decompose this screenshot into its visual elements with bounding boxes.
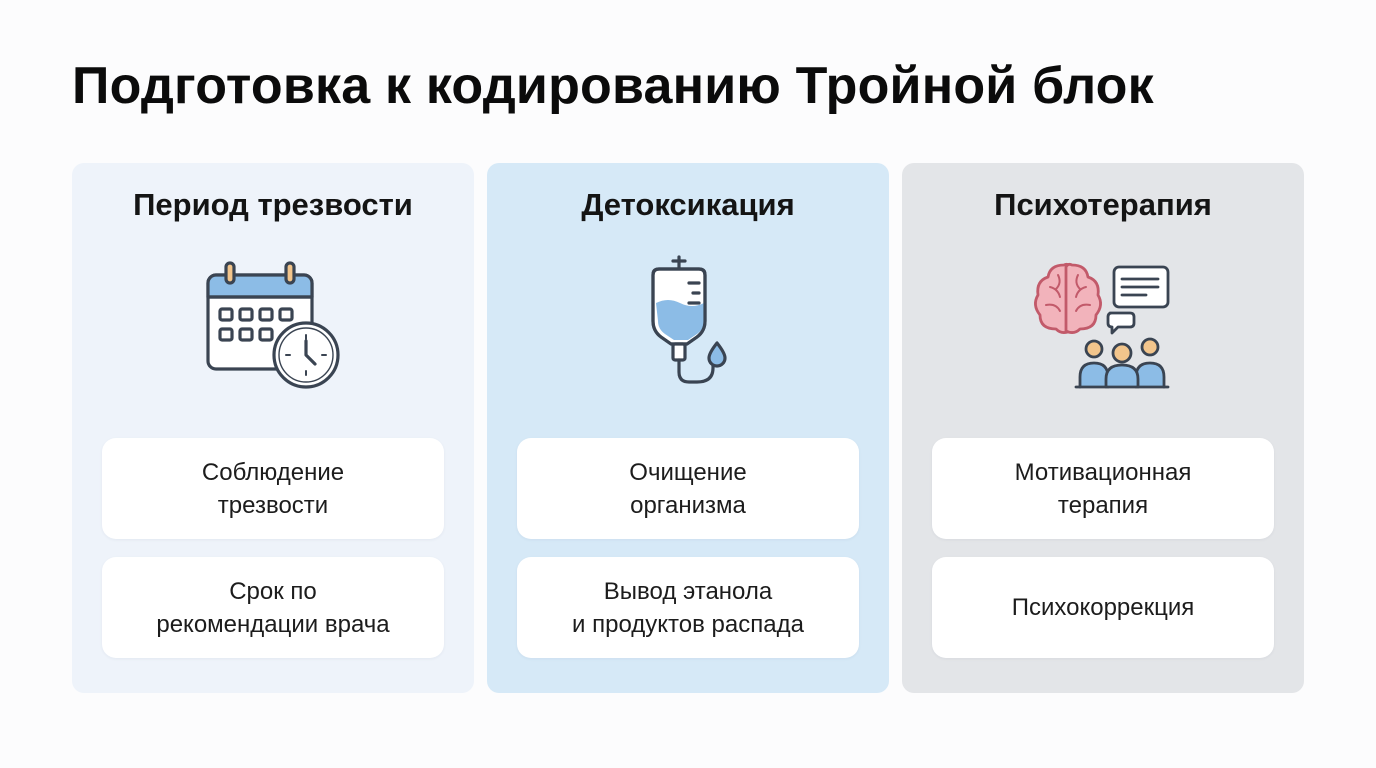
column-title: Детоксикация [581,187,795,222]
stage-item-text: Мотивационная терапия [1014,458,1192,519]
stage-item-card: Психокоррекция [932,557,1274,658]
calendar-clock-icon [198,253,348,403]
stage-item-text: Срок по рекомендации врача [156,577,390,638]
stage-item-card: Срок по рекомендации врача [102,557,444,658]
column-title: Психотерапия [994,187,1212,222]
brain-group-therapy-icon [1028,253,1178,403]
column-sobriety-period: Период трезвости [72,163,474,693]
stage-item-text: Соблюдение трезвости [201,458,345,519]
iv-drip-icon [613,253,763,403]
column-detoxification: Детоксикация [487,163,889,693]
column-title: Период трезвости [133,187,413,222]
stage-item-text: Очищение организма [629,458,747,519]
page-title: Подготовка к кодированию Тройной блок [72,57,1154,115]
stages-grid: Период трезвости [72,163,1304,693]
stage-item-card: Мотивационная терапия [932,438,1274,539]
stage-item-card: Соблюдение трезвости [102,438,444,539]
stage-item-text: Вывод этанола и продуктов распада [572,577,804,638]
stage-item-text: Психокоррекция [1011,594,1195,621]
stage-item-card: Вывод этанола и продуктов распада [517,557,859,658]
stage-item-card: Очищение организма [517,438,859,539]
column-psychotherapy: Психотерапия [902,163,1304,693]
